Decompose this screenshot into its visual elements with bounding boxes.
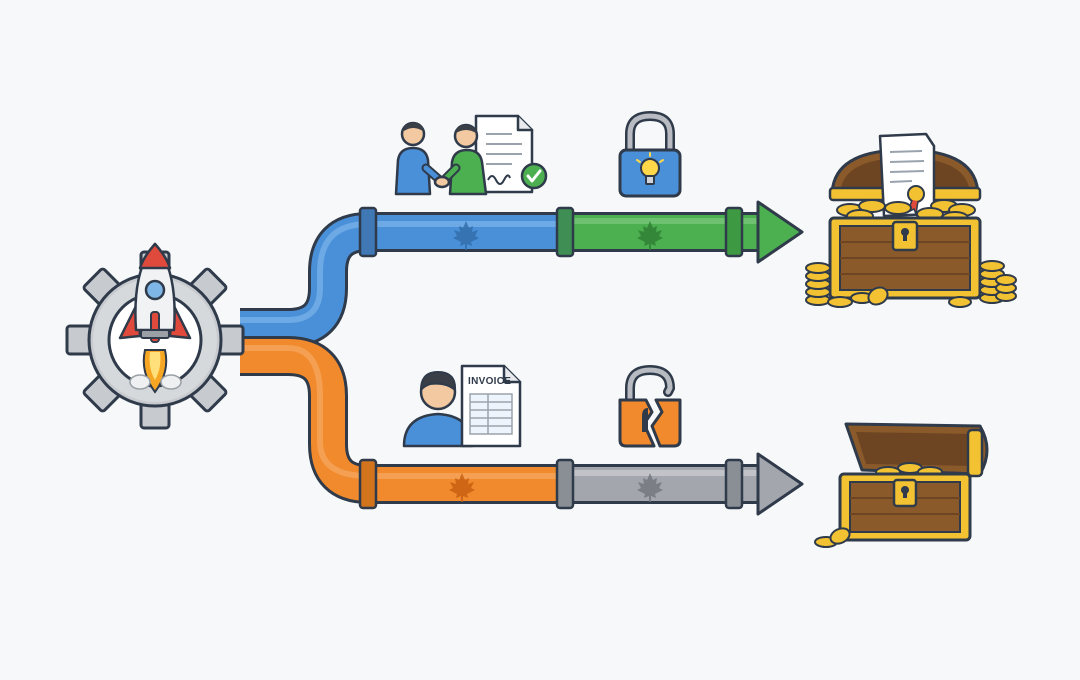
upper-blue-pipe — [240, 212, 565, 348]
lightbulb-icon — [636, 152, 664, 185]
lower-arrow-head — [756, 452, 804, 516]
handshake-icon — [394, 121, 488, 196]
pipe-joints — [358, 206, 744, 510]
invoice-icon: INVOICE — [460, 364, 522, 448]
lower-orange-pipe — [240, 336, 565, 504]
rocket-icon — [118, 242, 192, 394]
sparse-treasure-chest-icon — [838, 422, 989, 542]
certificate-icon — [878, 132, 936, 218]
full-treasure-chest-icon — [828, 132, 982, 300]
signed-contract-icon — [474, 114, 534, 194]
gold-coins-icon — [805, 260, 1017, 308]
invoice-label: INVOICE — [468, 376, 511, 387]
upper-arrow-head — [756, 200, 804, 264]
checkmark-icon — [520, 162, 548, 190]
broken-padlock-icon — [618, 364, 682, 448]
gold-coins-icon — [814, 527, 851, 548]
